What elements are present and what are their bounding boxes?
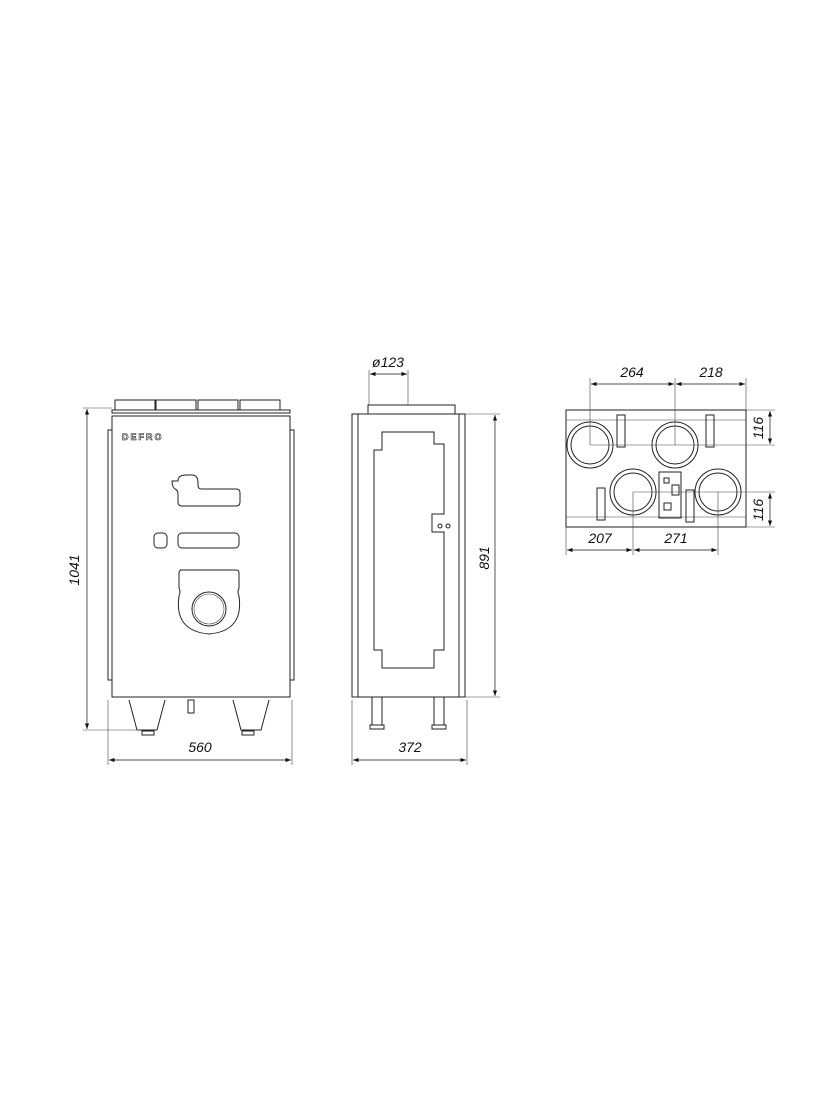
top-view: 264 218 116 116 207 271 <box>565 364 775 555</box>
dim-spigot-diameter: ø123 <box>372 354 404 370</box>
unit-body <box>111 415 291 698</box>
dim-height-891: 891 <box>476 546 492 569</box>
dim-116-top: 116 <box>750 417 766 440</box>
unit-side-body <box>351 413 466 698</box>
dim-depth-372: 372 <box>398 739 422 755</box>
dim-271: 271 <box>663 530 687 546</box>
brand-logo: DEFRO <box>122 432 164 442</box>
top-plate <box>565 409 747 528</box>
dim-116-bottom: 116 <box>750 499 766 522</box>
electrical-panel <box>658 471 682 519</box>
front-view: DEFRO 1041 560 <box>66 399 295 765</box>
dim-218: 218 <box>698 364 723 380</box>
dim-height-1041: 1041 <box>66 554 82 585</box>
side-view: ø123 891 372 <box>351 354 500 765</box>
dim-264: 264 <box>619 364 644 380</box>
dim-207: 207 <box>587 530 613 546</box>
dim-width-560: 560 <box>188 739 212 755</box>
